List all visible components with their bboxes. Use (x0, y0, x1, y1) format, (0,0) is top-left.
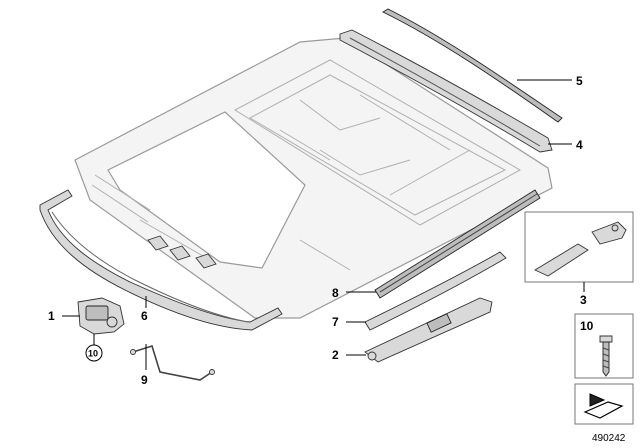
callout-10-box: 10 (580, 319, 594, 333)
callout-2: 2 (332, 348, 339, 362)
callout-labels: 5 4 1 6 9 8 7 2 3 10 (48, 74, 594, 387)
part-3-bracket-box (524, 211, 634, 283)
part-10-screw-box (574, 313, 634, 379)
catalog-number: 490242 (592, 433, 626, 444)
callout-7: 7 (332, 315, 339, 329)
part-2-mechanism (364, 297, 493, 363)
part-4-rail (339, 29, 553, 153)
svg-text:10: 10 (88, 349, 98, 359)
callout-5: 5 (576, 74, 583, 88)
sunroof-frame (74, 37, 553, 319)
part-6-front-trim (39, 189, 283, 331)
callout-4: 4 (576, 138, 583, 152)
part-1-motor (77, 297, 125, 346)
orientation-box (574, 383, 634, 425)
part-7-guide (364, 251, 507, 331)
callout-8: 8 (332, 286, 339, 300)
callout-6: 6 (141, 309, 148, 323)
part-8-strip (374, 189, 541, 299)
part-5-seal-strip (382, 8, 563, 123)
callout-9: 9 (141, 373, 148, 387)
callout-10-circle: 10 (85, 344, 103, 362)
callout-3: 3 (580, 293, 587, 307)
callout-1: 1 (48, 309, 55, 323)
leader-lines (62, 79, 585, 370)
